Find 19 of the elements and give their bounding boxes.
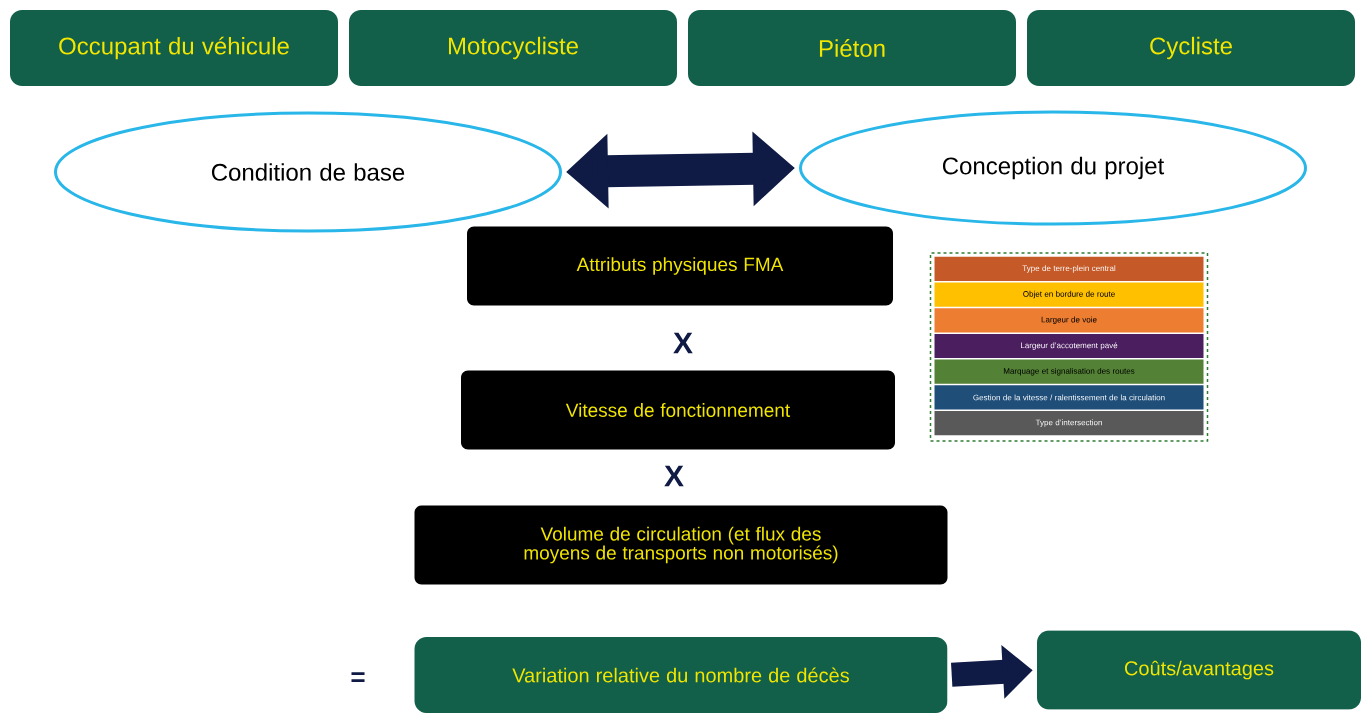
color-band: Type d’intersection (934, 411, 1204, 436)
category-box: Piéton (688, 10, 1016, 86)
operator-symbol: = (351, 672, 365, 683)
color-band: Type de terre-plein central (934, 256, 1204, 281)
factor-box: Attributs physiques FMA (467, 226, 893, 306)
color-band: Objet en bordure de route (934, 282, 1204, 307)
category-box: Cycliste (1027, 10, 1355, 86)
category-box: Motocycliste (349, 10, 677, 86)
color-band: Gestion de la vitesse / ralentissement de la circulation (934, 385, 1204, 410)
color-band: Largeur d’accotement pavé (934, 333, 1204, 359)
factor-box: Vitesse de fonctionnement (461, 370, 895, 450)
category-box: Variation relative du nombre de décès (414, 637, 948, 713)
category-box: Occupant du véhicule (10, 10, 338, 86)
operator-symbol: X (664, 465, 684, 487)
factor-box: Volume de circulation (et flux des moyens de transports non motorisés) (414, 505, 948, 585)
operator-symbol: X (673, 332, 693, 354)
color-band: Marquage et signalisation des routes (934, 359, 1204, 384)
category-box: Coûts/avantages (1037, 630, 1361, 710)
color-band: Largeur de voie (934, 308, 1204, 333)
